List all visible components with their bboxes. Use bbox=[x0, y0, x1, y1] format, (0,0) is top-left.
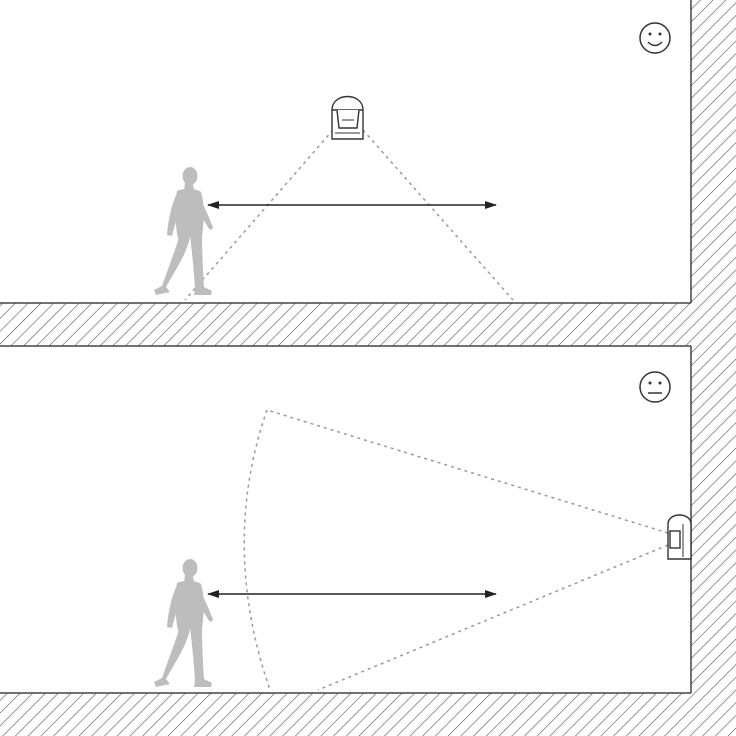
top-floor bbox=[0, 303, 691, 346]
top-person-walking-icon bbox=[154, 167, 213, 295]
bottom-detection-zone bbox=[243, 409, 669, 691]
bottom-floor bbox=[0, 693, 691, 736]
bottom-right-wall bbox=[691, 346, 736, 736]
top-detection-zone bbox=[184, 129, 514, 301]
wall-motion-sensor-icon bbox=[667, 514, 692, 560]
bottom-panel bbox=[0, 346, 736, 736]
smiley-happy-icon bbox=[639, 22, 671, 54]
top-panel bbox=[0, 0, 736, 347]
smiley-neutral-icon bbox=[639, 371, 671, 403]
bottom-person-walking-icon bbox=[154, 559, 213, 687]
top-right-wall bbox=[691, 0, 736, 346]
ceiling-motion-sensor-icon bbox=[331, 95, 364, 140]
